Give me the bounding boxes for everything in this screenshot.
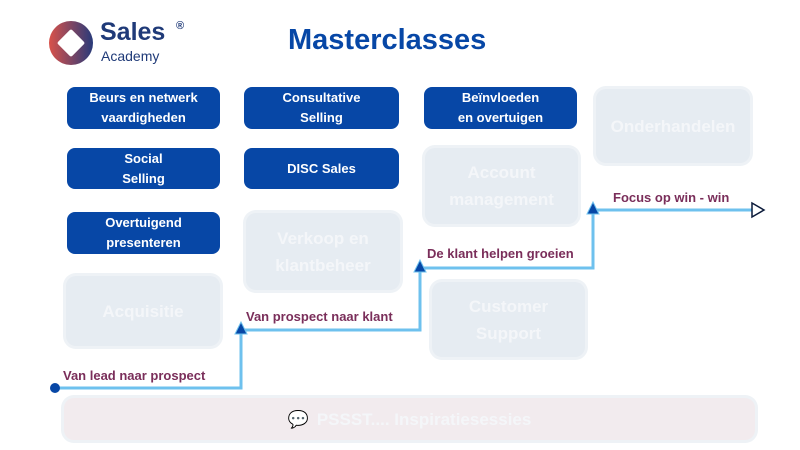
course-customer-support[interactable]: Customer Support [432,282,585,357]
step-label-2: Van prospect naar klant [246,309,393,324]
step-label-4: Focus op win - win [613,190,730,205]
course-account-management[interactable]: Account management [425,148,578,224]
course-consultative-selling[interactable]: Consultative Selling [244,87,399,129]
arrow-right-icon [751,201,766,219]
step-label-1: Van lead naar prospect [63,368,206,383]
course-beinvloeden[interactable]: Beïnvloeden en overtuigen [424,87,577,129]
course-onderhandelen[interactable]: Onderhandelen [596,89,750,163]
course-verkoop-klantbeheer[interactable]: Verkoop en klantbeheer [246,213,400,290]
logo-sub: Academy [101,48,160,64]
course-disc-sales[interactable]: DISC Sales [244,148,399,189]
start-dot-icon [50,383,60,393]
course-overtuigend-presenteren[interactable]: Overtuigend presenteren [67,212,220,254]
arrow-up-icon [586,200,600,215]
logo-mark-icon [49,21,93,65]
chat-bubble-icon: 💬 [287,409,309,429]
arrow-up-icon [413,258,427,273]
step-label-3: De klant helpen groeien [427,246,574,261]
arrow-up-icon [234,320,248,335]
journey-line [55,208,755,390]
course-acquisitie[interactable]: Acquisitie [66,276,220,346]
banner-label: PSSST.... Inspiratiesessies [316,409,532,429]
logo-reg: ® [176,20,185,32]
inspiration-banner[interactable]: 💬 PSSST.... Inspiratiesessies [64,398,755,440]
course-social-selling[interactable]: Social Selling [67,148,220,189]
logo-brand: Sales [100,18,166,46]
course-beurs-netwerk[interactable]: Beurs en netwerk vaardigheden [67,87,220,129]
page-title: Masterclasses [288,24,487,56]
logo: Sales ® Academy [48,18,208,68]
